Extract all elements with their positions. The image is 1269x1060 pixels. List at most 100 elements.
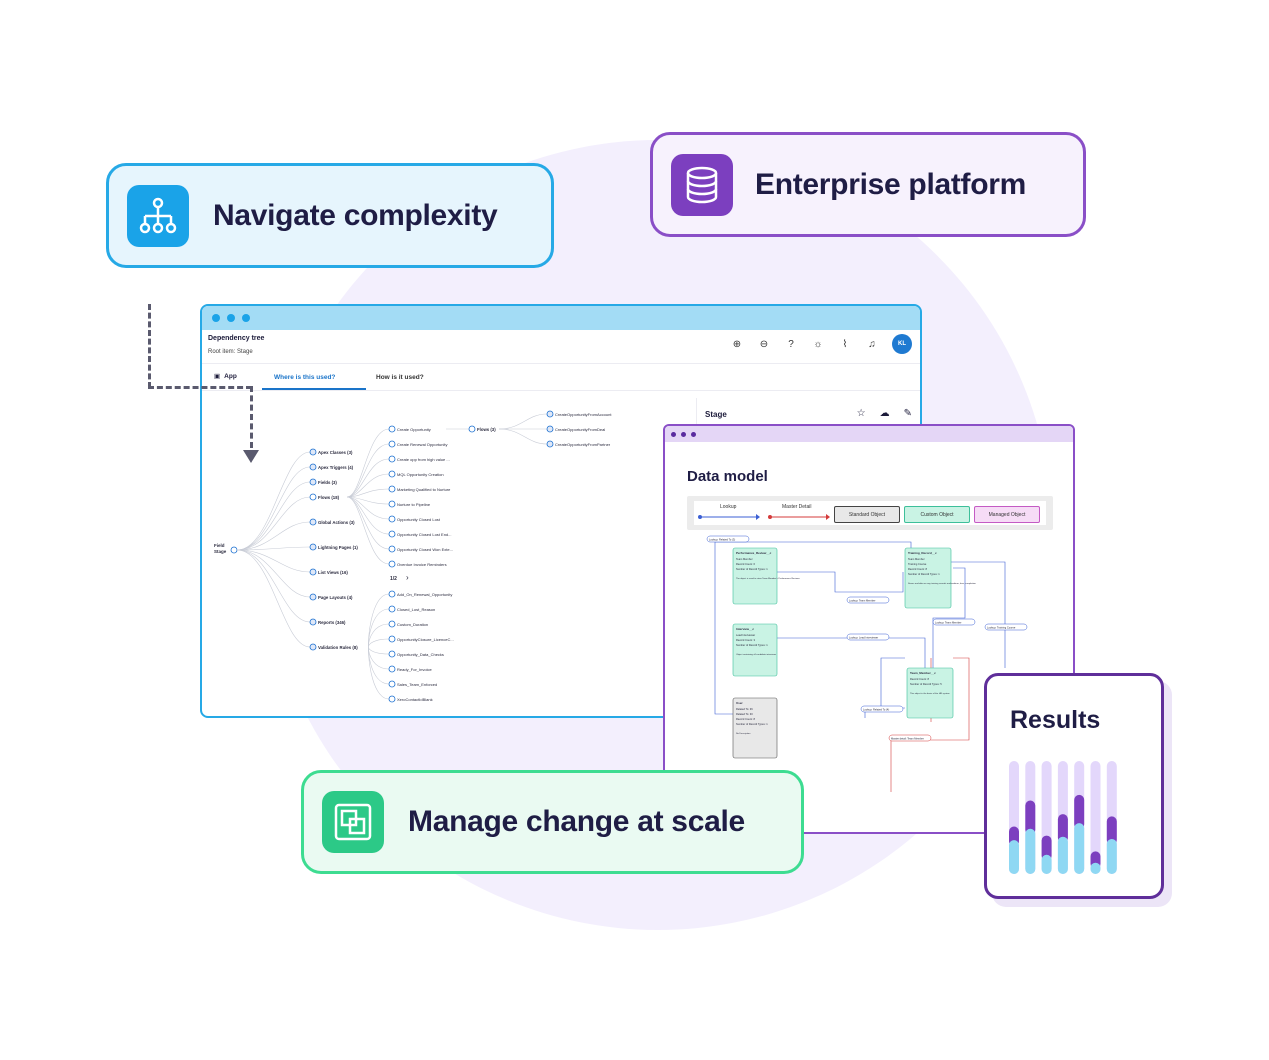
tree-node: [388, 590, 396, 598]
results-bar-light: [1074, 823, 1085, 874]
data-object-name: User: [736, 701, 744, 705]
relation-tag: [706, 535, 750, 543]
tree-edge: [498, 413, 548, 430]
relation-tag-label: Lookup: Lead Interviewer: [849, 636, 878, 640]
results-bar-dark: [1106, 816, 1117, 845]
chart-icon[interactable]: ⌇: [842, 338, 848, 350]
data-object-note: The object is used to store Team Member'…: [736, 577, 801, 580]
tree-edge: [368, 646, 390, 655]
star-icon[interactable]: ☆: [856, 408, 866, 419]
tree-category-label: Page Layouts (4): [318, 595, 353, 600]
data-object-field: Record Count: 8: [910, 677, 929, 681]
tree-node: [388, 605, 396, 613]
data-object-field: Lead Interviewer: [736, 633, 755, 637]
tree-edge: [368, 646, 390, 685]
data-object-note: Stores and data on any training records …: [908, 582, 977, 585]
avatar[interactable]: KL: [892, 334, 912, 354]
manage-change-label: Manage change at scale: [408, 805, 745, 838]
data-object-name: Team_Member__c: [910, 671, 936, 675]
relation-tag: [932, 618, 976, 626]
relation-line: [880, 657, 905, 709]
tree-leaf-label: CreateOpportunityFromAccount: [555, 412, 612, 417]
tree-node: [388, 485, 396, 493]
data-object-name: Performance_Review__c: [736, 551, 772, 555]
results-bar-track: [1090, 761, 1101, 874]
tab-how-used[interactable]: How is it used?: [376, 374, 424, 381]
window-dot: [212, 314, 220, 322]
tree-edge: [498, 428, 548, 445]
zoom-out-icon[interactable]: ⊖: [759, 338, 769, 350]
tree-edge: [236, 521, 311, 551]
help-icon[interactable]: ?: [788, 338, 794, 350]
relation-tag: [984, 623, 1028, 631]
tree-edge: [236, 546, 311, 551]
tree-validation-label: Opportunity_Data_Checks: [397, 652, 444, 657]
tree-root-label: Stage: [214, 549, 227, 554]
app-label: App: [224, 372, 237, 380]
results-bar: [1009, 761, 1019, 874]
app-icon: ▣: [214, 373, 221, 380]
app-selector[interactable]: ▣ App: [214, 372, 237, 381]
tree-edge: [346, 473, 390, 498]
relation-line: [714, 542, 733, 715]
data-model-graph: Lookup: Related To (3)Lookup: Team Membe…: [706, 535, 1028, 792]
relation-line: [932, 567, 966, 668]
tree-category-label: Apex Triggers (4): [318, 465, 354, 470]
tree-node: [546, 425, 554, 433]
data-object-note: This object is the basis of the HR syste…: [910, 692, 950, 695]
tree-flow-label: Create Opportunity: [397, 427, 431, 432]
brightness-icon[interactable]: ☼: [813, 338, 823, 350]
dependency-tabs: ▣ App Where is this used? How is it used…: [202, 364, 920, 391]
legend-managed-object: Managed Object: [974, 506, 1040, 523]
tree-edge: [236, 549, 311, 623]
tree-edge: [346, 496, 390, 565]
tree-validation-label: Sales_Team_Enforced: [397, 682, 437, 687]
data-object-field: Record Count: 3: [736, 638, 755, 642]
relation-tag-label: Lookup: Training Course: [987, 626, 1016, 630]
results-bar-light: [1106, 838, 1117, 874]
tree-edge: [236, 496, 311, 551]
tree-node: [309, 448, 317, 456]
tree-node: [309, 593, 317, 601]
tree-node: [388, 680, 396, 688]
tree-node: [388, 635, 396, 643]
legend-master-detail: Master Detail: [782, 504, 812, 510]
tree-category-label: Apex Classes (3): [318, 450, 353, 455]
data-model-legend: Lookup Master Detail Standard Object Cus…: [687, 496, 1053, 530]
legend-lookup: Lookup: [720, 504, 737, 510]
tree-subflow-label: Flows (3): [477, 427, 496, 432]
tree-node: [309, 463, 317, 471]
bell-icon[interactable]: ♫: [868, 338, 876, 350]
relation-line: [777, 637, 926, 668]
tree-node: [546, 440, 554, 448]
chevron-right-icon: ›: [406, 573, 409, 582]
results-bar-dark: [1025, 800, 1036, 835]
results-bar-dark: [1041, 835, 1052, 861]
data-object-field: Record Count: 8: [736, 717, 755, 721]
data-object-field: Related To: 30: [736, 712, 753, 716]
data-object-name: Training_Record__c: [908, 551, 937, 555]
tree-node: [388, 695, 396, 703]
edit-icon[interactable]: ✎: [903, 408, 912, 419]
tree-validation-label: Custom_Duration: [397, 622, 428, 627]
legend-lookup-line: [698, 514, 760, 520]
results-bar: [1025, 761, 1036, 874]
results-bar: [1041, 761, 1052, 874]
data-object-field: Number of Record Types: 1: [736, 643, 768, 647]
cloud-icon[interactable]: ☁: [879, 408, 890, 419]
zoom-in-icon[interactable]: ⊕: [732, 338, 742, 350]
tab-where-used[interactable]: Where is this used?: [274, 374, 336, 381]
tree-node: [546, 410, 554, 418]
dependency-header: Dependency tree Root item: Stage ⊕ ⊖ ? ☼…: [202, 330, 920, 364]
results-bar: [1074, 761, 1085, 874]
data-object-field: Number of Record Types: 1: [736, 567, 768, 571]
enterprise-platform-card: Enterprise platform: [650, 132, 1086, 237]
relation-tag-label: Lookup: Related To (3): [709, 538, 735, 542]
results-bar-dark: [1057, 814, 1068, 843]
tree-edge: [236, 481, 311, 551]
data-object-field: Number of Record Types: 1: [908, 572, 940, 576]
detail-panel-title: Stage: [705, 410, 727, 419]
tree-root-label: Field: [214, 543, 225, 548]
data-object-rect: [732, 547, 778, 605]
